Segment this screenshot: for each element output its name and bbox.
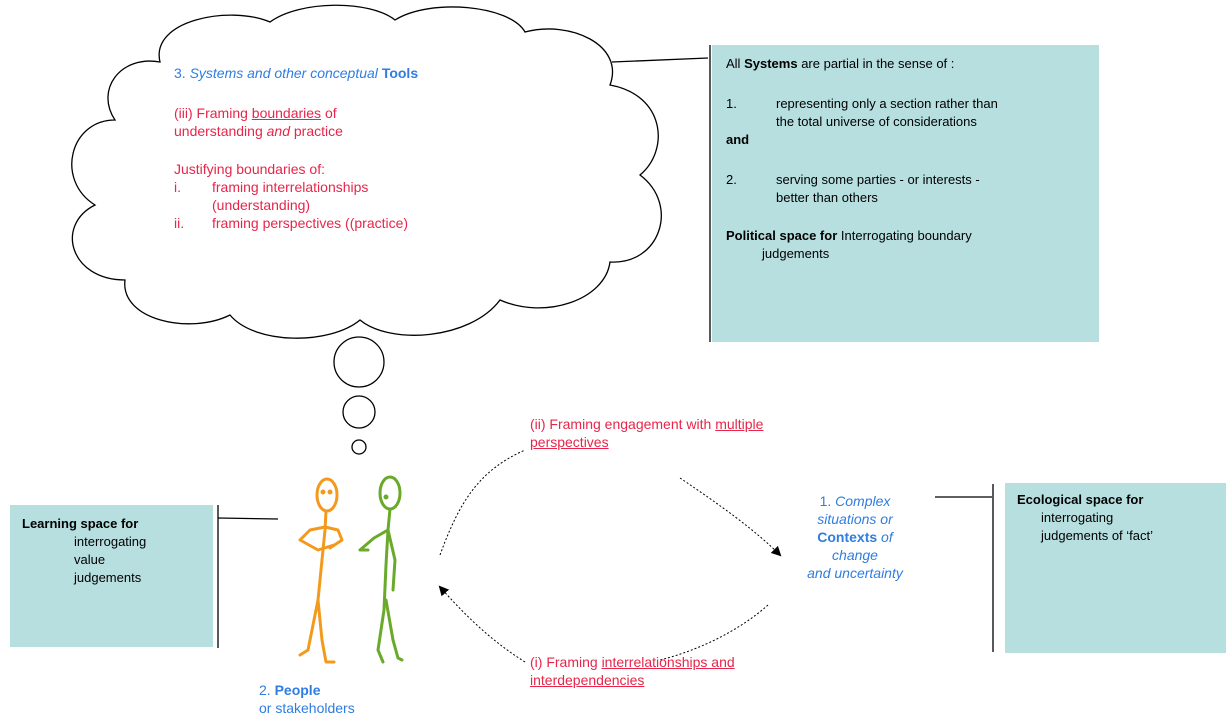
arrow-interrelationships-to-people	[438, 585, 526, 663]
cloud-framing-prefix: (iii) Framing	[174, 105, 248, 121]
systems-political-rest: Interrogating boundary	[840, 228, 972, 243]
people-bold: People	[274, 682, 321, 698]
thought-bubble-large	[333, 336, 385, 388]
contexts-line5: and uncertainty	[807, 565, 903, 581]
learning-line1: interrogating	[74, 534, 147, 549]
systems-item1-line2: the total universe of considerations	[776, 114, 977, 129]
people-line2: or stakeholders	[259, 700, 355, 716]
engagement-prefix: (ii) Framing engagement with	[530, 416, 712, 432]
ecological-line1: interrogating	[1041, 510, 1114, 525]
systems-item1-num: 1.	[726, 96, 737, 111]
thought-cloud	[71, 4, 662, 339]
systems-item2-line2: better than others	[776, 190, 878, 205]
systems-box: All Systems are partial in the sense of …	[712, 45, 1099, 342]
contexts-complex: Complex	[835, 493, 891, 509]
contexts-bold: Contexts	[817, 529, 878, 545]
learning-connector	[217, 517, 279, 520]
systems-intro-bold: Systems	[744, 56, 798, 71]
interrelationships-underlined1: interrelationships and	[601, 654, 735, 670]
systems-intro-prefix: All	[726, 56, 741, 71]
cloud-framing-understanding: understanding	[174, 123, 263, 139]
cloud-title-bold: Tools	[381, 65, 419, 81]
engagement-underlined2: perspectives	[530, 434, 609, 450]
ecological-box: Ecological space for interrogating judge…	[1005, 483, 1226, 653]
cloud-connector	[611, 57, 709, 63]
ecological-line2: judgements of ‘fact’	[1041, 528, 1154, 543]
learning-line3: judgements	[74, 570, 142, 585]
arrow-engagement-to-contexts	[679, 477, 782, 557]
cloud-item-ii-marker: ii.	[174, 215, 185, 231]
cloud-justifying: Justifying boundaries of:	[174, 161, 325, 177]
cloud-framing-line1: (iii) Framing boundaries of	[174, 104, 337, 122]
engagement-underlined1: multiple	[715, 416, 764, 432]
cloud-framing-practice: practice	[293, 123, 343, 139]
learning-box: Learning space for interrogating value j…	[10, 505, 213, 647]
person-orange-figure	[298, 477, 344, 664]
contexts-label: 1. Complex situations or Contexts of cha…	[780, 492, 930, 582]
learning-title: Learning space for	[22, 516, 139, 531]
systems-intro-suffix: are partial in the sense of :	[801, 56, 955, 71]
interrelationships-prefix: (i) Framing	[530, 654, 598, 670]
cloud-framing-line2: understanding and practice	[174, 122, 343, 140]
cloud-title-number: 3.	[174, 65, 186, 81]
systems-item2-line1: serving some parties - or interests -	[776, 172, 980, 187]
contexts-line2: situations or	[817, 511, 893, 527]
contexts-line3: Contexts of	[780, 528, 930, 546]
contexts-of: of	[881, 529, 893, 545]
systems-item2: 2. serving some parties - or interests -	[726, 171, 980, 189]
contexts-line1: 1. Complex	[780, 492, 930, 510]
thought-bubble-small	[351, 439, 367, 455]
arrow-contexts-to-interrelationships	[659, 604, 769, 661]
people-number: 2.	[259, 682, 271, 698]
cloud-item-i-cont: (understanding)	[212, 197, 311, 213]
cloud-item-i-text: framing interrelationships	[212, 179, 369, 195]
arrow-people-to-engagement	[439, 449, 526, 556]
systems-and: and	[726, 132, 750, 147]
interrelationships-underlined2: interdependencies	[530, 672, 645, 688]
systems-item1: 1. representing only a section rather tha…	[726, 95, 998, 113]
systems-political-bold: Political space for	[726, 228, 838, 243]
systems-political-line2: judgements	[762, 246, 830, 261]
cloud-item-i: i. framing interrelationships	[174, 178, 368, 196]
cloud-item-i-marker: i.	[174, 179, 181, 195]
systems-item2-num: 2.	[726, 172, 737, 187]
systems-political: Political space for Interrogating bounda…	[726, 227, 972, 245]
contexts-number: 1.	[819, 493, 832, 509]
cloud-framing-suffix: of	[324, 105, 337, 121]
cloud-item-ii-text: framing perspectives ((practice)	[212, 215, 409, 231]
learning-line2: value	[74, 552, 106, 567]
cloud-framing-underlined: boundaries	[251, 105, 322, 121]
ecological-title: Ecological space for	[1017, 492, 1144, 507]
cloud-item-ii: ii. framing perspectives ((practice)	[174, 214, 408, 232]
people-label: 2. People	[259, 681, 320, 699]
thought-bubble-medium	[342, 395, 376, 429]
systems-item1-line1: representing only a section rather than	[776, 96, 998, 111]
cloud-framing-and: and	[266, 123, 290, 139]
engagement-label: (ii) Framing engagement with multiple	[530, 415, 763, 433]
contexts-line4: change	[832, 547, 878, 563]
systems-intro: All Systems are partial in the sense of …	[726, 55, 954, 73]
cloud-title: 3. Systems and other conceptual Tools	[174, 64, 418, 82]
person-green-figure	[358, 475, 404, 664]
cloud-title-italic: Systems and other conceptual	[189, 65, 378, 81]
interrelationships-label: (i) Framing interrelationships and	[530, 653, 735, 671]
